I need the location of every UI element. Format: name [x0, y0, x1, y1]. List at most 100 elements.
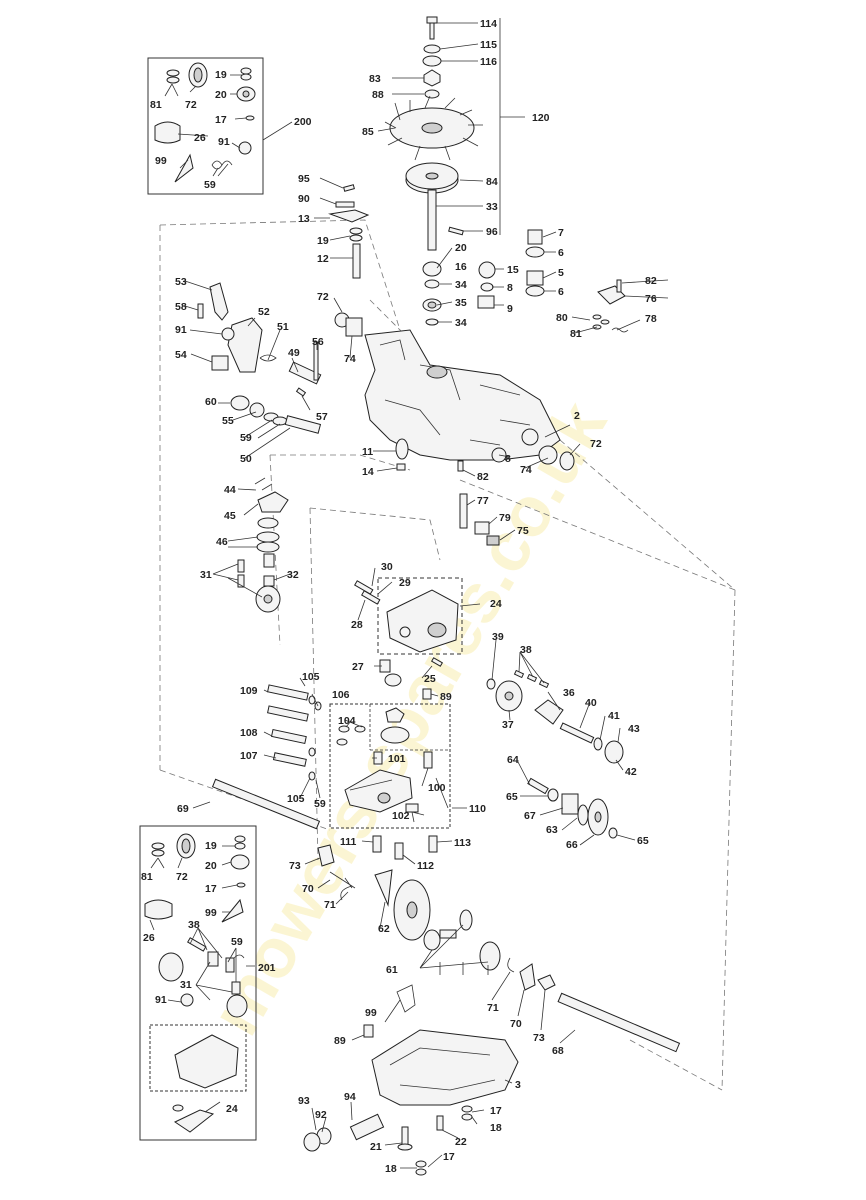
callout-n62: 32 — [287, 569, 299, 581]
callout-n38: 54 — [175, 349, 187, 361]
callout-n91: 65 — [506, 791, 518, 803]
callout-n6: 120 — [532, 112, 550, 124]
callout-n41: 57 — [316, 411, 328, 423]
leader-lines — [149, 22, 669, 1169]
callout-n39: 49 — [288, 347, 300, 359]
callout-m5: 17 — [205, 883, 217, 895]
callout-k9: 59 — [204, 179, 216, 191]
callout-n75: 41 — [608, 710, 620, 722]
callout-n85: 100 — [428, 782, 446, 794]
callout-n78: 105 — [302, 671, 320, 683]
callout-n117: 21 — [370, 1141, 382, 1153]
callout-k5: 17 — [215, 114, 227, 126]
callout-n72: 89 — [440, 691, 452, 703]
kit-box-110 — [329, 703, 451, 829]
callout-m1: 19 — [205, 840, 217, 852]
callout-m4: 20 — [205, 860, 217, 872]
callout-m2: 81 — [141, 871, 153, 883]
callout-n82: 108 — [240, 727, 258, 739]
callout-n96: 69 — [177, 803, 189, 815]
callout-n7: 85 — [362, 126, 374, 138]
callout-n53: 14 — [362, 466, 374, 478]
callout-n113: 94 — [344, 1091, 356, 1103]
callout-n44: 60 — [205, 396, 217, 408]
callout-n120: 17 — [443, 1151, 455, 1163]
callout-n16: 20 — [455, 242, 467, 254]
callout-n73: 37 — [502, 719, 514, 731]
callout-n80: 109 — [240, 685, 258, 697]
callout-n105: 71 — [487, 1002, 499, 1014]
callout-n81: 104 — [338, 715, 356, 727]
callout-n43: 74 — [344, 353, 356, 365]
callout-m11: 31 — [180, 979, 192, 991]
callout-n57: 75 — [517, 525, 529, 537]
lower-housing — [303, 1029, 519, 1176]
callout-n25: 6 — [558, 247, 564, 259]
callout-n64: 29 — [399, 577, 411, 589]
callout-n68: 25 — [424, 673, 436, 685]
lower-gear-parts — [317, 835, 681, 1053]
callout-n111: 3 — [515, 1079, 521, 1091]
callout-n104: 61 — [386, 964, 398, 976]
kit-box-201 — [139, 825, 257, 1141]
callout-n83: 101 — [388, 753, 406, 765]
callout-n88: 110 — [469, 803, 486, 815]
callout-n45: 55 — [222, 415, 234, 427]
callout-n37: 51 — [277, 321, 289, 333]
callout-n34: 58 — [175, 301, 187, 313]
callout-n58: 44 — [224, 484, 236, 496]
callout-n21: 15 — [507, 264, 519, 276]
callout-n1: 114 — [480, 18, 497, 30]
callout-n29: 76 — [645, 293, 657, 305]
right-pump-parts — [486, 669, 624, 764]
callout-n20: 34 — [455, 317, 467, 329]
callout-m13: 24 — [226, 1103, 238, 1115]
callout-n112: 93 — [298, 1095, 310, 1107]
callout-n101: 70 — [302, 883, 314, 895]
rods-left — [211, 684, 322, 830]
callout-n119: 18 — [385, 1163, 397, 1175]
callout-n11: 95 — [298, 173, 310, 185]
shift-linkage-parts — [197, 184, 370, 434]
callout-n69: 39 — [492, 631, 504, 643]
callout-n115: 17 — [490, 1105, 502, 1117]
callout-n97: 111 — [340, 836, 357, 848]
callout-k6: 26 — [194, 132, 206, 144]
callout-n40: 56 — [312, 336, 324, 348]
right-gear-train — [527, 777, 618, 839]
callout-m3: 72 — [176, 871, 188, 883]
callout-n18: 34 — [455, 279, 467, 291]
callout-n47: 50 — [240, 453, 252, 465]
center-pump-block — [354, 577, 463, 700]
callout-n3: 116 — [480, 56, 497, 68]
callout-n94: 66 — [566, 839, 578, 851]
callout-n12: 90 — [298, 193, 310, 205]
callout-n46: 59 — [240, 432, 252, 444]
callout-n87: 59 — [314, 798, 326, 810]
callout-n110: 89 — [334, 1035, 346, 1047]
callout-n65: 24 — [490, 598, 502, 610]
callout-n4: 83 — [369, 73, 381, 85]
callout-m12: 91 — [155, 994, 167, 1006]
callout-k1: 19 — [215, 69, 227, 81]
callout-n48: 2 — [574, 410, 580, 422]
callout-n22: 8 — [507, 282, 513, 294]
callout-n74: 40 — [585, 697, 597, 709]
callout-n10: 96 — [486, 226, 498, 238]
callout-n93: 63 — [546, 824, 558, 836]
callout-n71: 36 — [563, 687, 575, 699]
callout-k7: 91 — [218, 136, 230, 148]
callout-n54: 82 — [477, 471, 489, 483]
callout-n56: 79 — [499, 512, 511, 524]
callout-n70: 38 — [520, 644, 532, 656]
callout-n59: 45 — [224, 510, 236, 522]
upper-housing — [364, 329, 561, 461]
callout-n52: 11 — [362, 446, 373, 458]
callout-n26: 5 — [558, 267, 564, 279]
callout-n31: 81 — [570, 328, 582, 340]
callout-m6: 99 — [205, 907, 217, 919]
callout-k10: 200 — [294, 116, 312, 128]
callout-n33: 53 — [175, 276, 187, 288]
callout-k4: 20 — [215, 89, 227, 101]
